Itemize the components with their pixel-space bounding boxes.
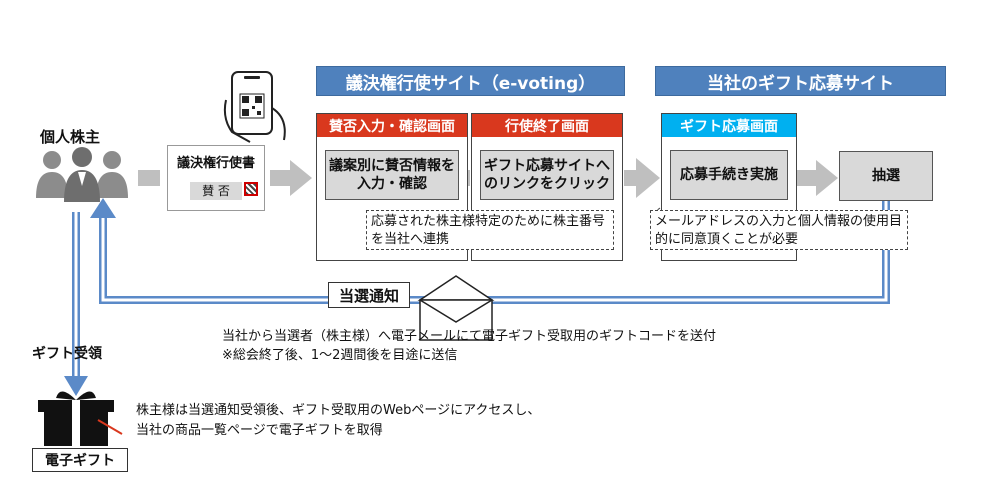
gift-apply-panel-header: ギフト応募画面 <box>662 114 796 137</box>
gift-arrow <box>64 212 88 396</box>
proxy-card-title: 議決権行使書 <box>176 156 255 171</box>
lottery-box: 抽選 <box>839 151 933 201</box>
return-arrow <box>90 198 890 304</box>
flow-arrow-2 <box>270 160 312 196</box>
vote-complete-panel-header: 行使終了画面 <box>472 114 622 137</box>
evoting-note: 応募された株主様特定のために株主番号を当社へ連携 <box>366 210 614 250</box>
flow-arrow-5 <box>796 160 838 196</box>
envelope-icon <box>417 275 495 341</box>
notification-line-1: 当社から当選者（株主様）へ電子メールにて電子ギフト受取用のギフトコードを送付 <box>222 329 717 344</box>
gift-receipt-line-2: 当社の商品一覧ページで電子ギフトを取得 <box>136 423 383 438</box>
flow-arrow-4 <box>624 158 660 198</box>
flow-arrow-1 <box>138 170 160 186</box>
gift-receipt-line-1: 株主様は当選通知受領後、ギフト受取用のWebページにアクセスし、 <box>136 403 541 418</box>
gift-site-banner: 当社のギフト応募サイト <box>655 66 946 96</box>
shareholder-label: 個人株主 <box>40 128 101 146</box>
qr-mark-icon <box>244 182 258 196</box>
people-icon <box>36 147 128 202</box>
proxy-card: 議決権行使書 賛 否 <box>167 145 265 211</box>
gift-box-icon <box>38 391 123 446</box>
vote-complete-content: ギフト応募サイトへのリンクをクリック <box>480 150 614 200</box>
gift-site-note: メールアドレスの入力と個人情報の使用目的に同意頂くことが必要 <box>650 210 908 250</box>
vote-field: 賛 否 <box>190 182 242 200</box>
notification-label: 当選通知 <box>328 282 410 308</box>
vote-input-content: 議案別に賛否情報を入力・確認 <box>325 150 459 200</box>
smartphone-icon <box>223 71 286 143</box>
vote-input-panel-header: 賛否入力・確認画面 <box>317 114 467 137</box>
gift-receipt-label: ギフト受領 <box>32 346 102 362</box>
gift-apply-content: 応募手続き実施 <box>670 150 788 200</box>
electronic-gift-label: 電子ギフト <box>32 448 128 472</box>
notification-line-2: ※総会終了後、1～2週間後を目途に送信 <box>222 348 458 363</box>
evoting-site-banner: 議決権行使サイト（e-voting） <box>316 66 625 96</box>
